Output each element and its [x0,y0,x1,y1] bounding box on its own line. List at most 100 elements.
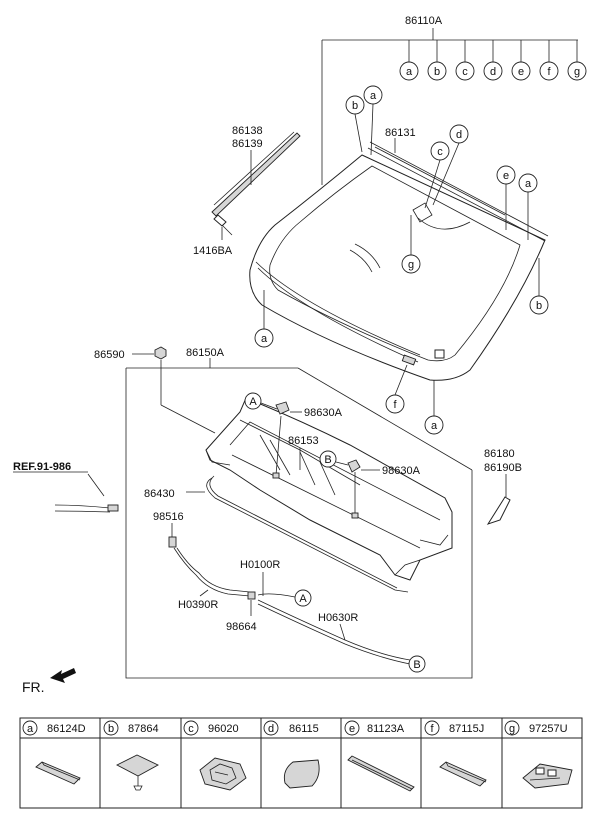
callout-b-2: b [529,295,549,315]
label-H0390R: H0390R [178,599,218,611]
svg-text:e: e [503,170,509,182]
legend-cell-e: e 81123A [344,720,405,736]
top-callout-row: a b c d e f g [399,40,587,81]
top-molding [367,141,549,242]
legend-cell-c: c 96020 [183,720,239,736]
svg-text:a: a [370,90,377,102]
svg-text:a: a [406,66,413,78]
top-callout-d: d [483,61,503,81]
svg-text:b: b [352,100,358,112]
svg-text:g: g [574,66,580,78]
svg-text:g: g [408,259,414,271]
legend-part-b-image [116,754,159,791]
legend-part-f-image [439,761,487,787]
callout-d-1: d [449,124,469,144]
label-1416BA: 1416BA [193,245,233,257]
label-86150A: 86150A [186,347,225,359]
extension-86180 [486,496,511,525]
legend-part-g-image [522,763,573,789]
svg-text:86115: 86115 [289,723,319,735]
callout-a-3: a [254,328,274,348]
svg-text:d: d [268,723,274,735]
top-callout-c: c [455,61,475,81]
svg-text:a: a [261,333,268,345]
hose-H0390R [173,547,251,597]
hose-H0630R [257,599,411,661]
nut-86590 [154,346,167,360]
svg-text:a: a [525,178,532,190]
legend-cell-a: a 86124D [22,720,86,736]
legend-part-d-image [283,759,320,789]
top-callout-b: b [427,61,447,81]
front-direction-label: FR. [22,679,45,695]
svg-text:g: g [509,723,515,735]
top-callout-a: a [399,61,419,81]
svg-text:A: A [249,396,257,408]
legend-cell-d: d 86115 [263,720,319,736]
svg-text:c: c [462,66,468,78]
svg-text:a: a [431,420,438,432]
svg-text:f: f [430,723,434,735]
callout-f-1: f [385,394,405,414]
svg-text:e: e [349,723,355,735]
callout-a-4: a [424,415,444,435]
label-H0100R: H0100R [240,559,280,571]
label-98630A-2: 98630A [382,465,421,477]
svg-text:A: A [299,593,307,605]
clip-1416BA [213,214,233,236]
label-86138: 86138 [232,125,263,137]
svg-text:e: e [518,66,524,78]
svg-text:81123A: 81123A [367,723,405,735]
svg-text:f: f [547,66,551,78]
svg-text:B: B [413,659,420,671]
label-86139: 86139 [232,138,263,150]
legend-table: a 86124D b 87864 c 96020 d 86115 e 81123… [19,717,583,809]
top-callout-g: g [567,61,587,81]
label-86131: 86131 [385,127,416,139]
callout-a-2: a [518,173,538,193]
front-arrow-icon [50,668,76,683]
svg-text:b: b [108,723,114,735]
callout-B-1: B [319,450,337,468]
seal-strip-86430 [206,477,409,593]
callout-e-1: e [496,165,516,185]
legend-cell-g: g 97257U [504,720,568,736]
label-98664: 98664 [226,621,257,633]
label-86180: 86180 [484,448,515,460]
svg-text:a: a [27,723,34,735]
label-H0630R: H0630R [318,612,358,624]
label-98630A-1: 98630A [304,407,343,419]
callout-A-2: A [294,589,312,607]
top-callout-e: e [511,61,531,81]
label-98516: 98516 [153,511,184,523]
top-callout-f: f [539,61,559,81]
legend-cell-b: b 87864 [103,720,159,736]
ref-label: REF.91-986 [13,461,71,473]
callout-c-1: c [430,141,450,161]
label-86153: 86153 [288,435,319,447]
svg-text:b: b [434,66,440,78]
svg-text:f: f [393,399,397,411]
callout-B-2: B [408,655,426,673]
callout-a-1: a [363,85,383,105]
svg-text:d: d [456,129,462,141]
callout-A-1: A [244,392,262,410]
side-molding [211,131,301,217]
legend-part-e-image [347,755,415,792]
svg-text:c: c [437,146,443,158]
svg-text:86124D: 86124D [47,723,86,735]
windshield-glass [249,154,546,381]
legend-cell-f: f 87115J [424,720,484,736]
svg-text:d: d [490,66,496,78]
legend-part-a-image [35,761,81,785]
svg-text:c: c [188,723,194,735]
svg-text:96020: 96020 [208,723,239,735]
callout-b-1: b [345,95,365,115]
callout-g-1: g [401,254,421,274]
legend-part-c-image [199,757,247,791]
svg-text:87115J: 87115J [449,723,484,735]
label-86590: 86590 [94,349,125,361]
svg-text:B: B [324,454,331,466]
svg-text:87864: 87864 [128,723,159,735]
